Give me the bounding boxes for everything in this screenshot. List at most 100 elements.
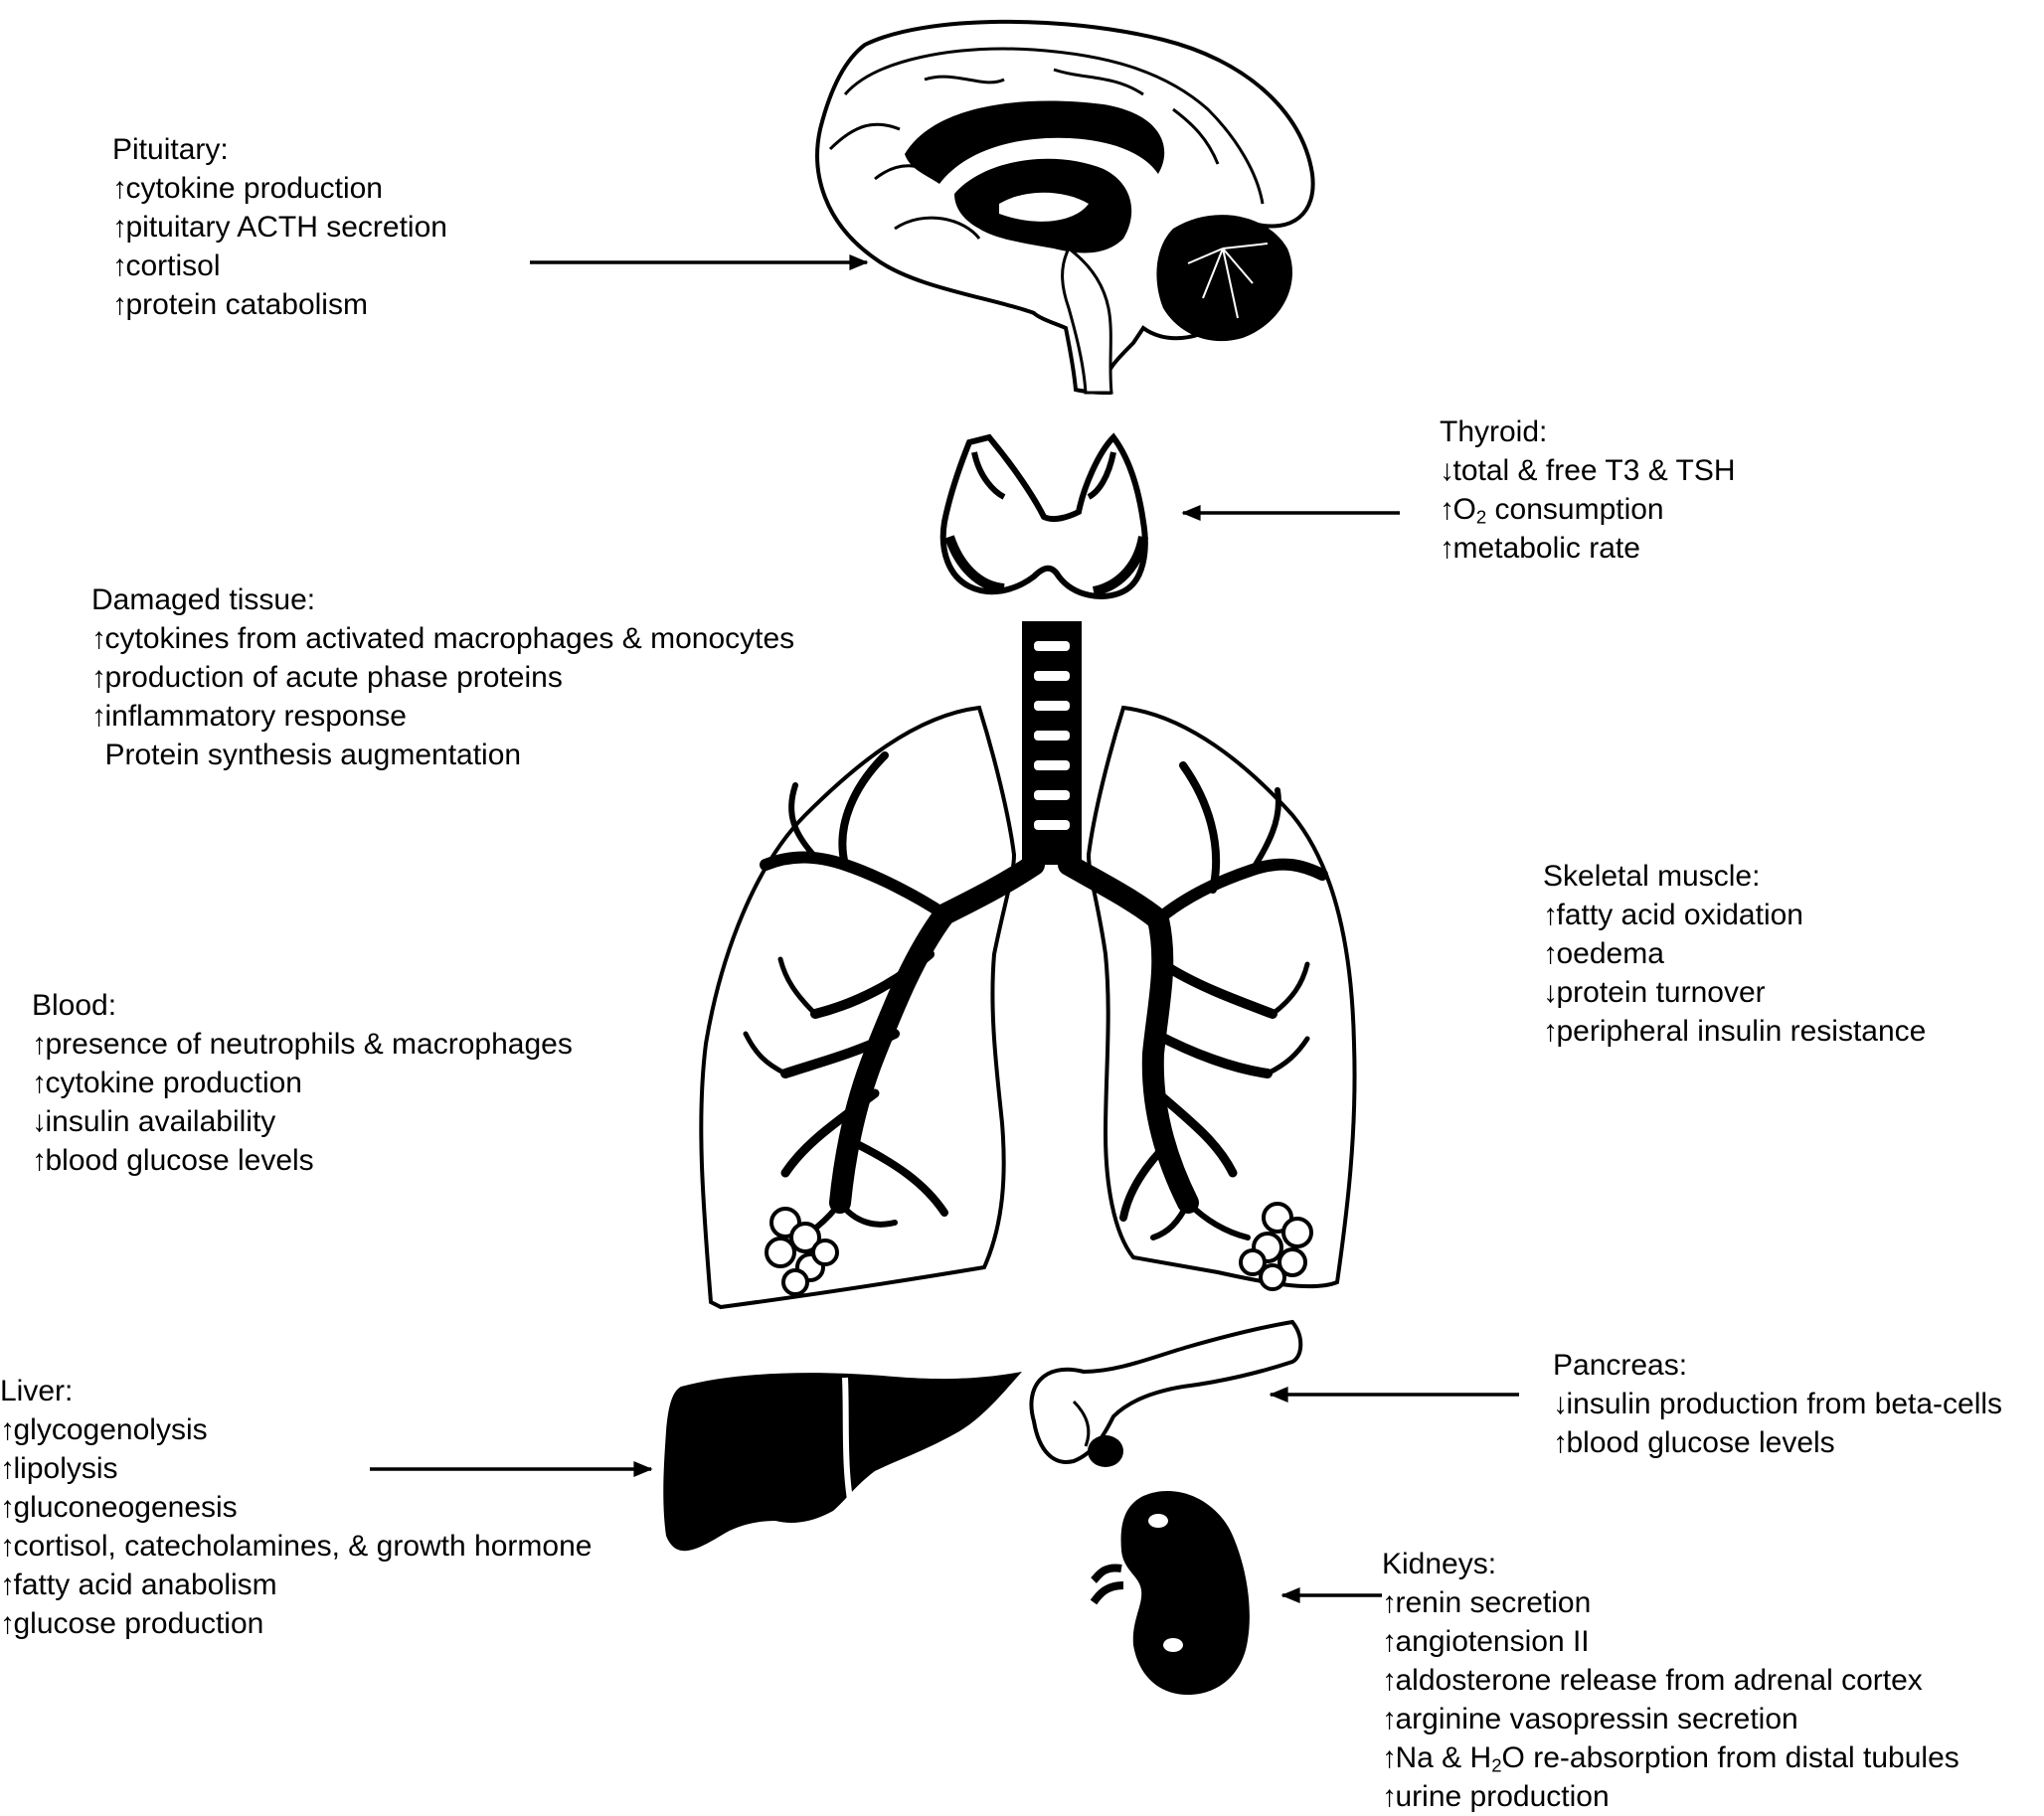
block-title: Kidneys: xyxy=(1382,1548,1497,1580)
up-arrow-icon: ↑ xyxy=(1553,1426,1568,1459)
up-arrow-icon: ↑ xyxy=(1382,1625,1397,1658)
effect-text: glycogenolysis xyxy=(13,1413,208,1446)
up-arrow-icon: ↑ xyxy=(0,1491,15,1524)
kidney-icon xyxy=(1090,1490,1250,1695)
kidneys-effects: Kidneys:↑renin secretion↑angiotension II… xyxy=(1382,1545,1959,1816)
effect-line: ↑glycogenolysis xyxy=(0,1410,592,1449)
up-arrow-icon: ↑ xyxy=(1382,1664,1397,1697)
effect-text: cytokine production xyxy=(45,1067,303,1099)
effect-text: blood glucose levels xyxy=(1566,1426,1835,1459)
effect-line: ↑production of acute phase proteins xyxy=(91,658,794,697)
pancreas-icon xyxy=(1029,1319,1303,1467)
effect-text: oedema xyxy=(1556,937,1664,970)
block-title: Skeletal muscle: xyxy=(1543,860,1761,893)
effect-text: renin secretion xyxy=(1395,1586,1592,1619)
effect-text: production of acute phase proteins xyxy=(104,661,563,694)
up-arrow-icon: ↑ xyxy=(1543,899,1558,931)
effect-line: ↑metabolic rate xyxy=(1440,529,1736,568)
up-arrow-icon: ↑ xyxy=(0,1452,15,1485)
up-arrow-icon: ↑ xyxy=(112,288,127,321)
up-arrow-icon: ↑ xyxy=(32,1028,47,1061)
pituitary-effects: Pituitary:↑cytokine production↑pituitary… xyxy=(112,130,447,324)
effect-text: metabolic rate xyxy=(1452,532,1640,565)
effect-text: insulin production from beta-cells xyxy=(1566,1388,2003,1420)
effect-text: fatty acid oxidation xyxy=(1556,899,1803,931)
effect-line: ↑urine production xyxy=(1382,1777,1959,1816)
effect-text: cortisol, catecholamines, & growth hormo… xyxy=(13,1530,593,1563)
block-title: Thyroid: xyxy=(1440,415,1548,448)
effect-line: ↑Na & H2O re-absorption from distal tubu… xyxy=(1382,1738,1959,1777)
effect-line: ↑cytokine production xyxy=(32,1064,573,1102)
effect-text: pituitary ACTH secretion xyxy=(125,211,447,244)
effect-text: O xyxy=(1452,493,1476,526)
effect-line: ↑protein catabolism xyxy=(112,285,447,324)
effect-text: protein turnover xyxy=(1556,976,1766,1009)
effect-line: Protein synthesis augmentation xyxy=(91,736,794,774)
block-title: Damaged tissue: xyxy=(91,583,316,616)
up-arrow-icon: ↑ xyxy=(0,1568,15,1601)
up-arrow-icon: ↑ xyxy=(112,172,127,205)
effect-text: inflammatory response xyxy=(104,700,407,733)
effect-line: ↓insulin availability xyxy=(32,1102,573,1141)
effect-line: ↑pituitary ACTH secretion xyxy=(112,208,447,247)
up-arrow-icon: ↑ xyxy=(1382,1703,1397,1735)
subscript: 2 xyxy=(1491,1754,1502,1776)
effect-text: blood glucose levels xyxy=(45,1144,314,1177)
effect-line: ↑arginine vasopressin secretion xyxy=(1382,1700,1959,1738)
block-title: Pituitary: xyxy=(112,133,229,166)
up-arrow-icon: ↑ xyxy=(1440,532,1454,565)
effect-line: ↑blood glucose levels xyxy=(32,1141,573,1180)
up-arrow-icon: ↑ xyxy=(0,1530,15,1563)
effect-line: ↑cytokines from activated macrophages & … xyxy=(91,619,794,658)
effect-line: ↑cytokine production xyxy=(112,169,447,208)
effect-line: ↓protein turnover xyxy=(1543,973,1926,1012)
up-arrow-icon: ↑ xyxy=(0,1607,15,1640)
effect-line: ↑O2 consumption xyxy=(1440,490,1736,529)
up-arrow-icon: ↑ xyxy=(32,1144,47,1177)
up-arrow-icon: ↑ xyxy=(1543,1015,1558,1048)
effect-line: ↑lipolysis xyxy=(0,1449,592,1488)
effect-text: urine production xyxy=(1395,1780,1610,1813)
effect-text: arginine vasopressin secretion xyxy=(1395,1703,1798,1735)
effect-text: cytokine production xyxy=(125,172,384,205)
up-arrow-icon: ↑ xyxy=(91,700,106,733)
up-arrow-icon: ↑ xyxy=(0,1413,15,1446)
effect-text: Protein synthesis augmentation xyxy=(104,739,522,771)
block-title: Pancreas: xyxy=(1553,1349,1688,1382)
up-arrow-icon: ↑ xyxy=(1382,1586,1397,1619)
effect-line: ↓total & free T3 & TSH xyxy=(1440,451,1736,490)
effect-line: ↑fatty acid oxidation xyxy=(1543,896,1926,934)
effect-line: ↑aldosterone release from adrenal cortex xyxy=(1382,1661,1959,1700)
up-arrow-icon: ↑ xyxy=(112,211,127,244)
effect-line: ↑cortisol, catecholamines, & growth horm… xyxy=(0,1527,592,1566)
effect-text: peripheral insulin resistance xyxy=(1556,1015,1927,1048)
down-arrow-icon: ↓ xyxy=(1440,454,1454,487)
liver-effects: Liver:↑glycogenolysis↑lipolysis↑gluconeo… xyxy=(0,1372,592,1643)
up-arrow-icon: ↑ xyxy=(91,622,106,655)
thyroid-effects: Thyroid:↓total & free T3 & TSH↑O2 consum… xyxy=(1440,413,1736,568)
skeletal-muscle-effects: Skeletal muscle:↑fatty acid oxidation↑oe… xyxy=(1543,857,1926,1051)
effect-text: total & free T3 & TSH xyxy=(1452,454,1736,487)
trachea-icon xyxy=(1022,621,1082,865)
effect-line: ↑angiotension II xyxy=(1382,1622,1959,1661)
effect-line: ↑oedema xyxy=(1543,934,1926,973)
effect-line: ↑blood glucose levels xyxy=(1553,1423,2002,1462)
effect-line: ↑fatty acid anabolism xyxy=(0,1566,592,1604)
effect-text: gluconeogenesis xyxy=(13,1491,238,1524)
subscript: 2 xyxy=(1475,506,1487,528)
effect-text: glucose production xyxy=(13,1607,264,1640)
up-arrow-icon: ↑ xyxy=(112,249,127,282)
brain-icon xyxy=(815,19,1315,396)
down-arrow-icon: ↓ xyxy=(32,1105,47,1138)
effect-text: fatty acid anabolism xyxy=(13,1568,277,1601)
down-arrow-icon: ↓ xyxy=(1553,1388,1568,1420)
effect-line: ↑inflammatory response xyxy=(91,697,794,736)
effect-line: ↑gluconeogenesis xyxy=(0,1488,592,1527)
effect-line: ↑cortisol xyxy=(112,247,447,285)
effect-text: protein catabolism xyxy=(125,288,368,321)
lungs-icon xyxy=(699,705,1357,1310)
effect-text: aldosterone release from adrenal cortex xyxy=(1395,1664,1923,1697)
effect-text: cytokines from activated macrophages & m… xyxy=(104,622,795,655)
effect-line: ↑presence of neutrophils & macrophages xyxy=(32,1025,573,1064)
